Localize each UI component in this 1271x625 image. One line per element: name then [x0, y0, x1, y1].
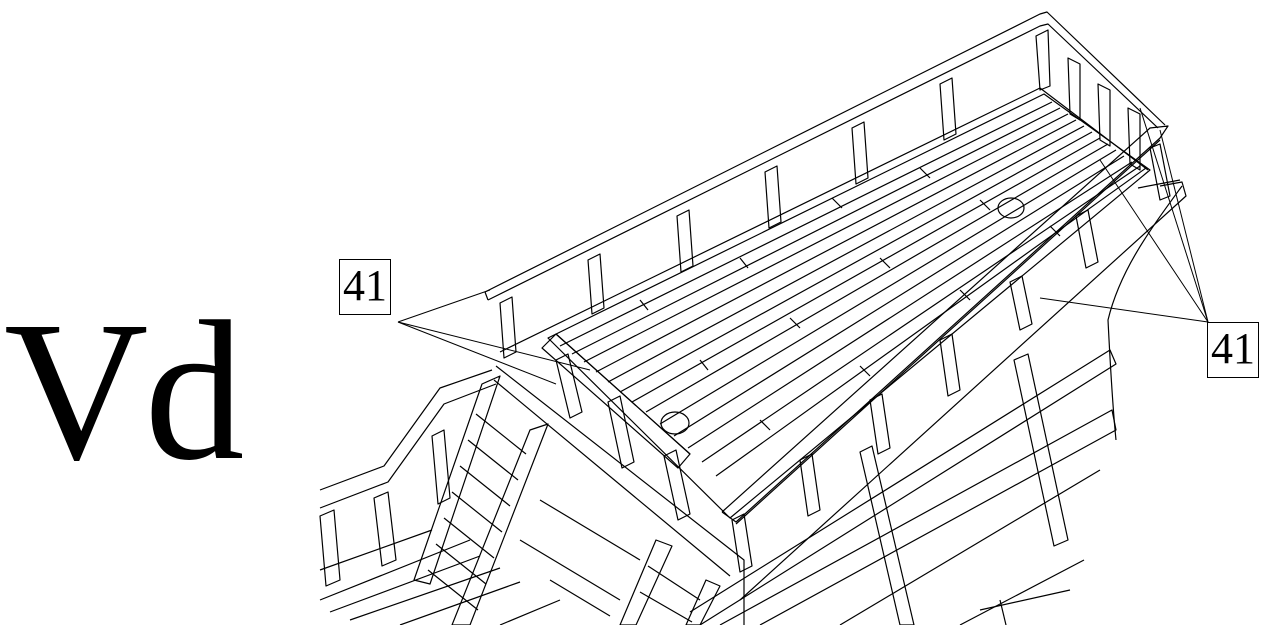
callout-label-right: 41	[1207, 322, 1259, 378]
far-rail	[485, 12, 1165, 358]
main-deck-planks	[320, 500, 640, 625]
far-stanchions	[500, 30, 1140, 358]
near-rail	[722, 126, 1186, 600]
callout-label-left: 41	[339, 259, 391, 315]
view-label: Vd	[4, 281, 244, 502]
front-bulwark	[320, 366, 744, 625]
hull-side	[690, 186, 1182, 625]
breast-rail	[542, 334, 690, 520]
ladder-left	[414, 376, 548, 625]
leader-lines	[398, 108, 1208, 384]
poop-deck-planks	[548, 94, 1150, 518]
ladder-right	[620, 540, 720, 625]
